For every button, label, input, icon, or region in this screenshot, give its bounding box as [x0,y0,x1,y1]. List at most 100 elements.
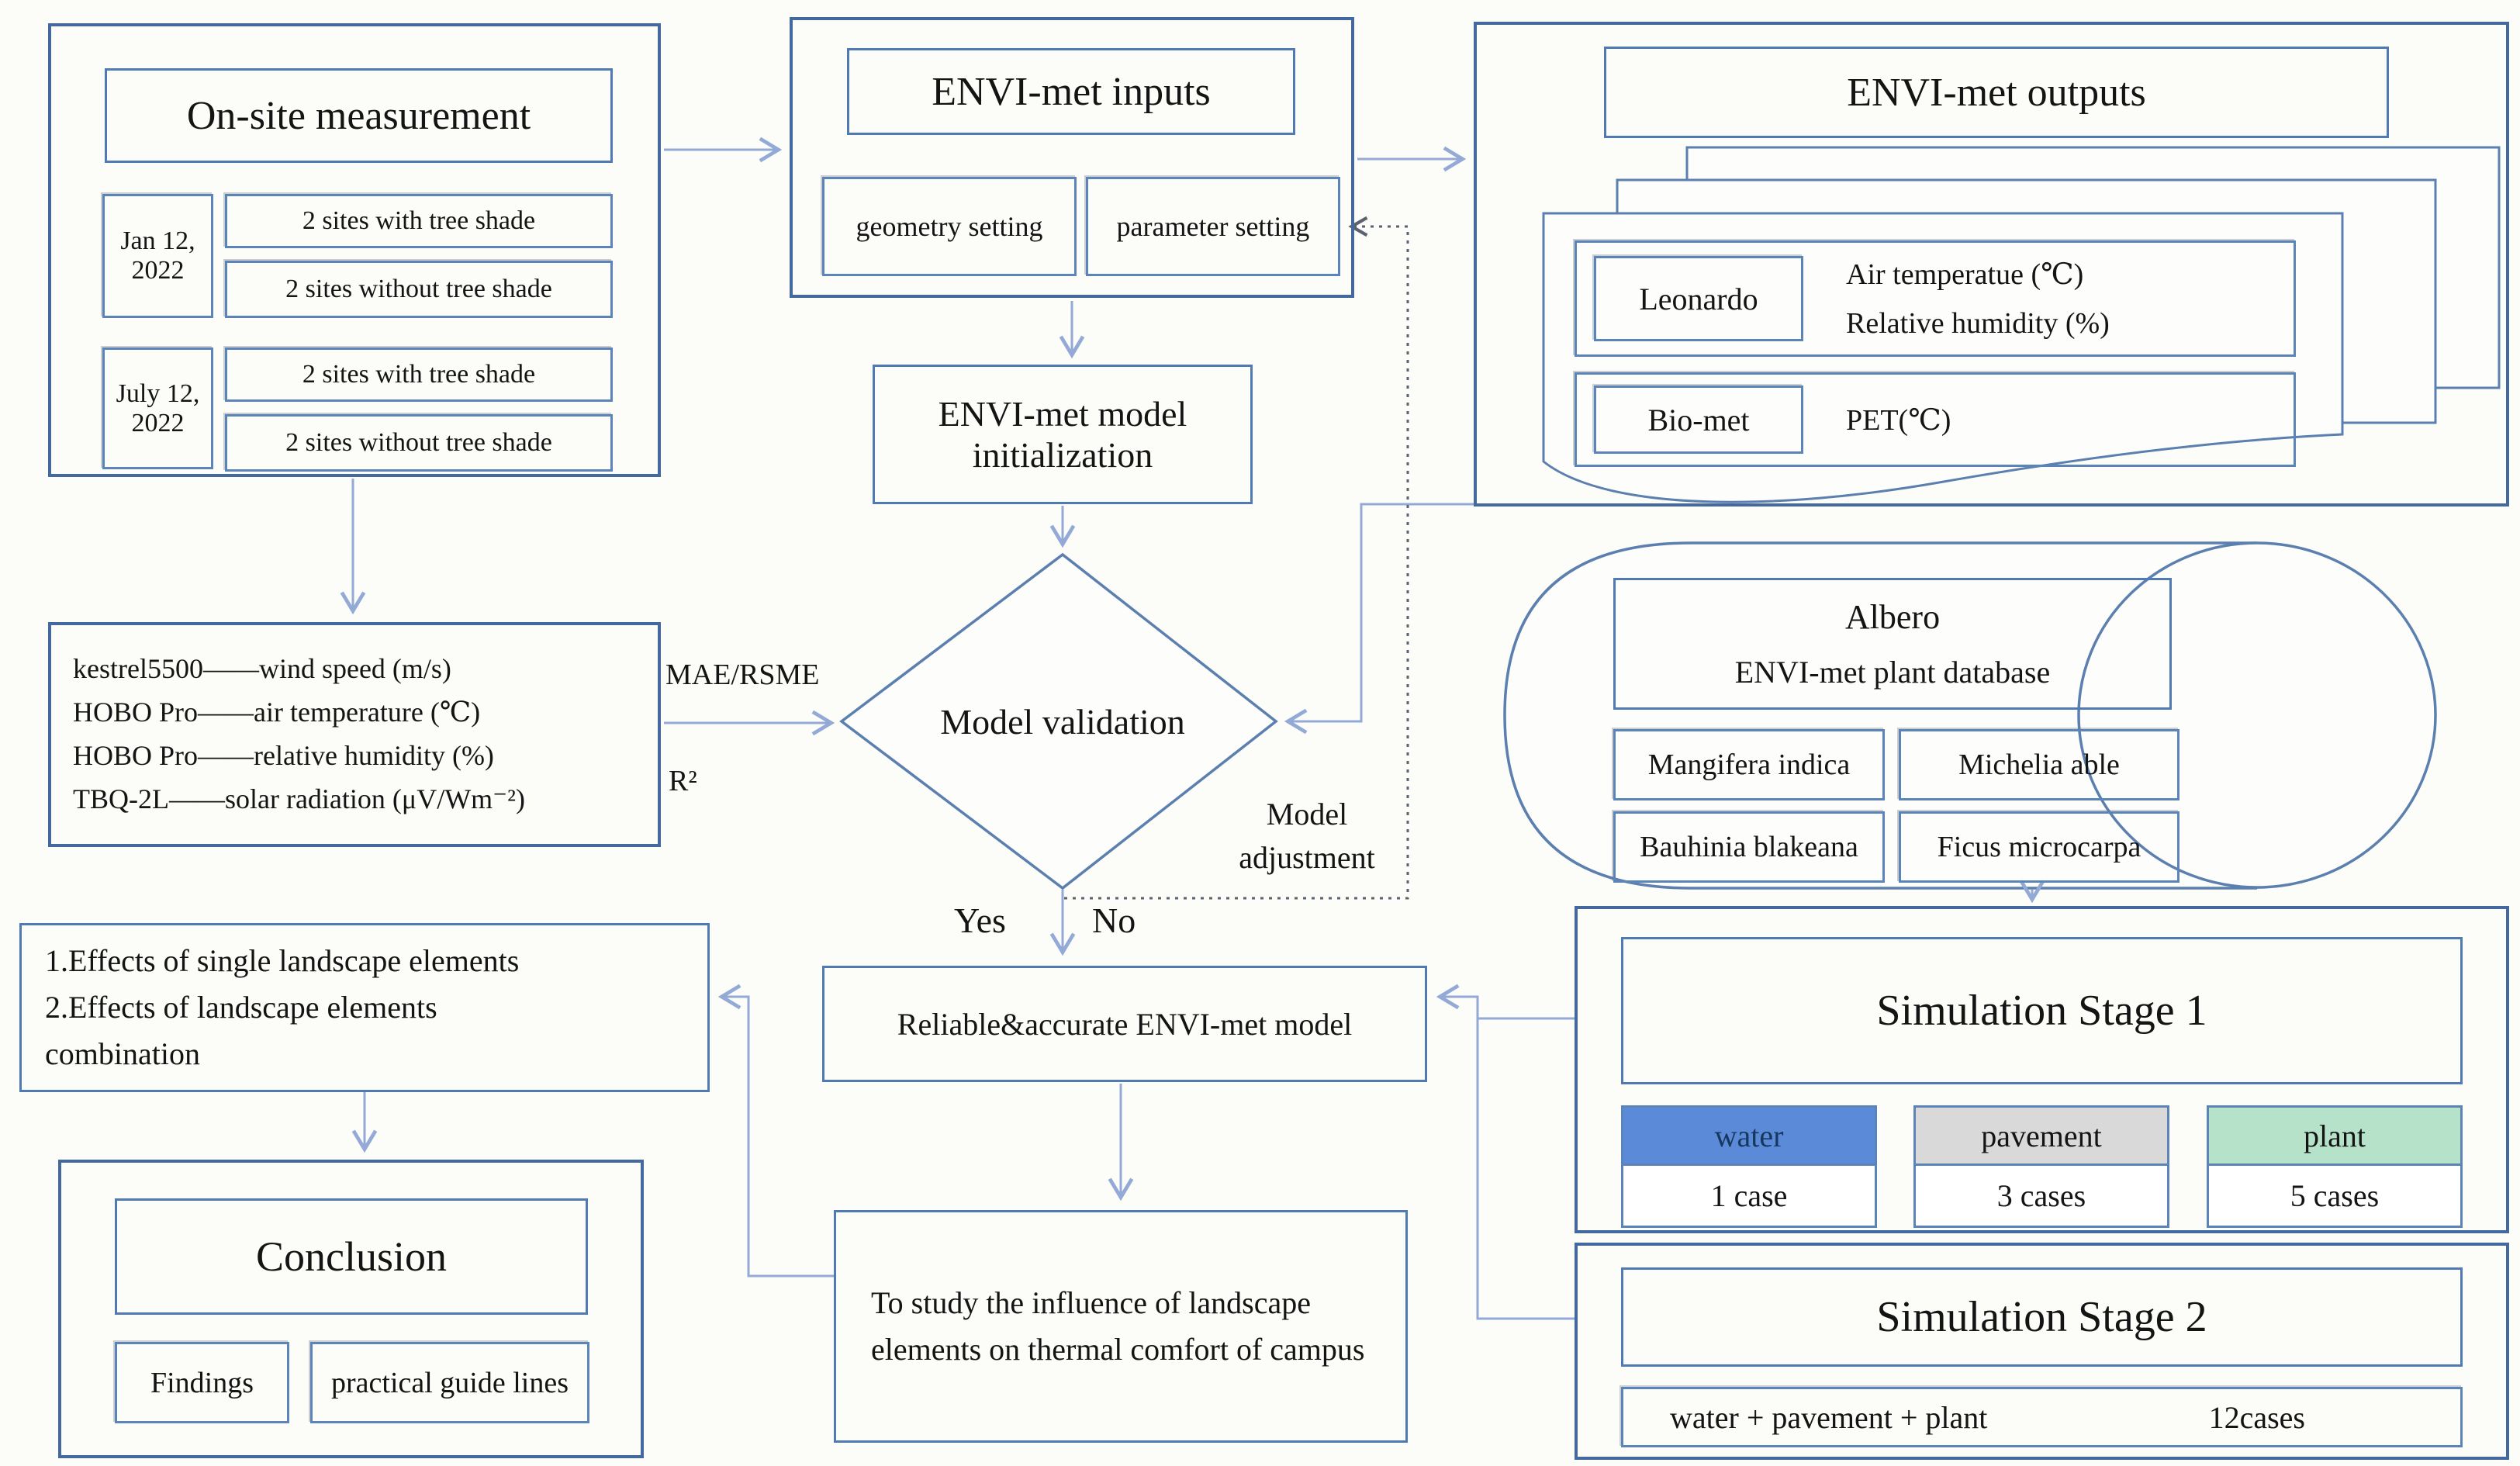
study-label: To study the influence of landscape elem… [871,1285,1365,1367]
inputs-title: ENVI-met inputs [932,69,1211,114]
effects-line-1: 1.Effects of single landscape elements [45,943,520,978]
outputs-group-box [1474,22,2509,507]
stage1-water-cases-box: 1 case [1621,1166,1877,1228]
albero-title-box: Albero ENVI-met plant database [1613,578,2172,710]
biomet-output-pet: PET(℃) [1846,403,1951,437]
instrument-line-solar: TBQ-2L——solar radiation (μV/Wm⁻²) [73,783,525,814]
biomet-row-box [1575,372,2296,467]
instruments-box: kestrel5500——wind speed (m/s) HOBO Pro——… [48,622,661,847]
species-bauhinia: Bauhinia blakeana [1640,831,1858,863]
arrow-outputs-to-validation [1284,503,1475,735]
guidelines-box: practical guide lines [310,1342,589,1423]
stage2-cases: 12cases [2208,1399,2305,1435]
outputs-title-box: ENVI-met outputs [1604,47,2389,138]
findings-box: Findings [115,1342,289,1423]
branch-yes-label: Yes [954,901,1006,940]
outputs-title: ENVI-met outputs [1847,70,2146,115]
albero-title: Albero [1844,598,1941,636]
stage1-title-box: Simulation Stage 1 [1621,937,2463,1084]
biomet-label: Bio-met [1647,402,1750,437]
validation-label-wrap: Model validation [884,686,1241,756]
species-mangifera-box: Mangifera indica [1613,729,1885,800]
onsite-jan-without-box: 2 sites without tree shade [225,261,613,318]
stage1-group-box [1575,906,2509,1233]
initialization-box: ENVI-met model initialization [873,365,1253,504]
onsite-title: On-site measurement [186,93,531,138]
albero-subtitle: ENVI-met plant database [1734,655,2051,690]
line-stages-trunk [1476,1017,1575,1320]
stage2-combo-label: water + pavement + plant [1670,1399,1988,1435]
parameter-setting-box: parameter setting [1086,177,1340,276]
stage1-pavement-cases: 3 cases [1996,1178,2086,1213]
leonardo-output-airtemp: Air temperatue (℃) [1846,258,2084,291]
geometry-setting-box: geometry setting [822,177,1077,276]
stage2-group-box [1575,1243,2509,1460]
effects-box: 1.Effects of single landscape elements 2… [19,923,710,1092]
onsite-july-with-label: 2 sites with tree shade [302,360,536,389]
inputs-title-box: ENVI-met inputs [847,48,1295,135]
onsite-date-jan-box: Jan 12, 2022 [102,194,213,318]
species-mangifera: Mangifera indica [1647,749,1851,781]
findings-label: Findings [150,1366,254,1399]
stage2-combo-box: water + pavement + plant 12cases [1621,1387,2463,1447]
species-ficus-box: Ficus microcarpa [1899,811,2180,883]
species-michelia-box: Michelia able [1899,729,2180,800]
study-box: To study the influence of landscape elem… [834,1210,1408,1443]
onsite-july-without-label: 2 sites without tree shade [285,428,552,457]
decision-diamond-shape [839,552,1278,890]
onsite-july-with-box: 2 sites with tree shade [225,347,613,402]
biomet-box: Bio-met [1594,386,1803,454]
initialization-label: ENVI-met model initialization [938,394,1187,475]
stage2-title: Simulation Stage 2 [1876,1293,2207,1341]
branch-no-label: No [1092,901,1136,940]
species-ficus: Ficus microcarpa [1937,831,2141,863]
onsite-jan-with-box: 2 sites with tree shade [225,194,613,248]
species-michelia: Michelia able [1958,749,2120,781]
stage1-plant-label: plant [2304,1118,2366,1153]
species-bauhinia-box: Bauhinia blakeana [1613,811,1885,883]
stage1-water-header: water [1621,1105,1877,1166]
metric-r2: R² [669,765,697,797]
arrow-stages-to-reliable [1436,984,1479,1018]
onsite-date-july-box: July 12, 2022 [102,347,213,469]
leonardo-box: Leonardo [1594,256,1803,341]
parameter-setting-label: parameter setting [1116,211,1310,242]
guidelines-label: practical guide lines [331,1366,569,1399]
stage1-plant-cases: 5 cases [2290,1178,2380,1213]
conclusion-group-box [58,1160,644,1458]
reliable-model-box: Reliable&accurate ENVI-met model [822,966,1427,1082]
leonardo-label: Leonardo [1639,281,1758,316]
model-adjustment-label: Model adjustment [1210,793,1404,880]
onsite-group-box [48,23,661,477]
page-front-wave [1542,212,2344,503]
dotted-arrow-model-adjustment [1064,216,1409,900]
stage1-plant-cases-box: 5 cases [2207,1166,2463,1228]
stage1-pavement-cases-box: 3 cases [1913,1166,2169,1228]
metric-mae-rsme: MAE/RSME [665,659,820,691]
stage1-plant-header: plant [2207,1105,2463,1166]
stage1-water-label: water [1714,1118,1784,1153]
onsite-date-july: July 12, 2022 [116,379,200,437]
arrow-study-to-effects [717,984,834,1278]
model-adjustment-line1: Model [1266,797,1348,832]
model-adjustment-line2: adjustment [1239,840,1375,875]
geometry-setting-label: geometry setting [856,211,1043,242]
stage1-pavement-header: pavement [1913,1105,2169,1166]
conclusion-title: Conclusion [255,1233,447,1280]
stage2-title-box: Simulation Stage 2 [1621,1267,2463,1367]
stage1-water-cases: 1 case [1710,1178,1788,1213]
cylinder-end-circle [2077,541,2437,889]
validation-label: Model validation [940,701,1185,742]
leonardo-outputs: Air temperatue (℃) Relative humidity (%) [1846,242,2280,355]
stage1-title: Simulation Stage 1 [1876,987,2207,1035]
onsite-jan-without-label: 2 sites without tree shade [285,275,552,303]
inputs-group-box [790,17,1354,298]
database-cylinder [1503,541,2437,890]
instrument-line-humidity: HOBO Pro——relative humidity (%) [73,740,494,771]
effects-line-2: 2.Effects of landscape elements [45,990,437,1025]
instrument-line-airtemp: HOBO Pro——air temperature (℃) [73,697,481,728]
instrument-line-wind: kestrel5500——wind speed (m/s) [73,653,451,685]
stage1-pavement-label: pavement [1981,1118,2102,1153]
leonardo-row-box [1575,240,2296,357]
